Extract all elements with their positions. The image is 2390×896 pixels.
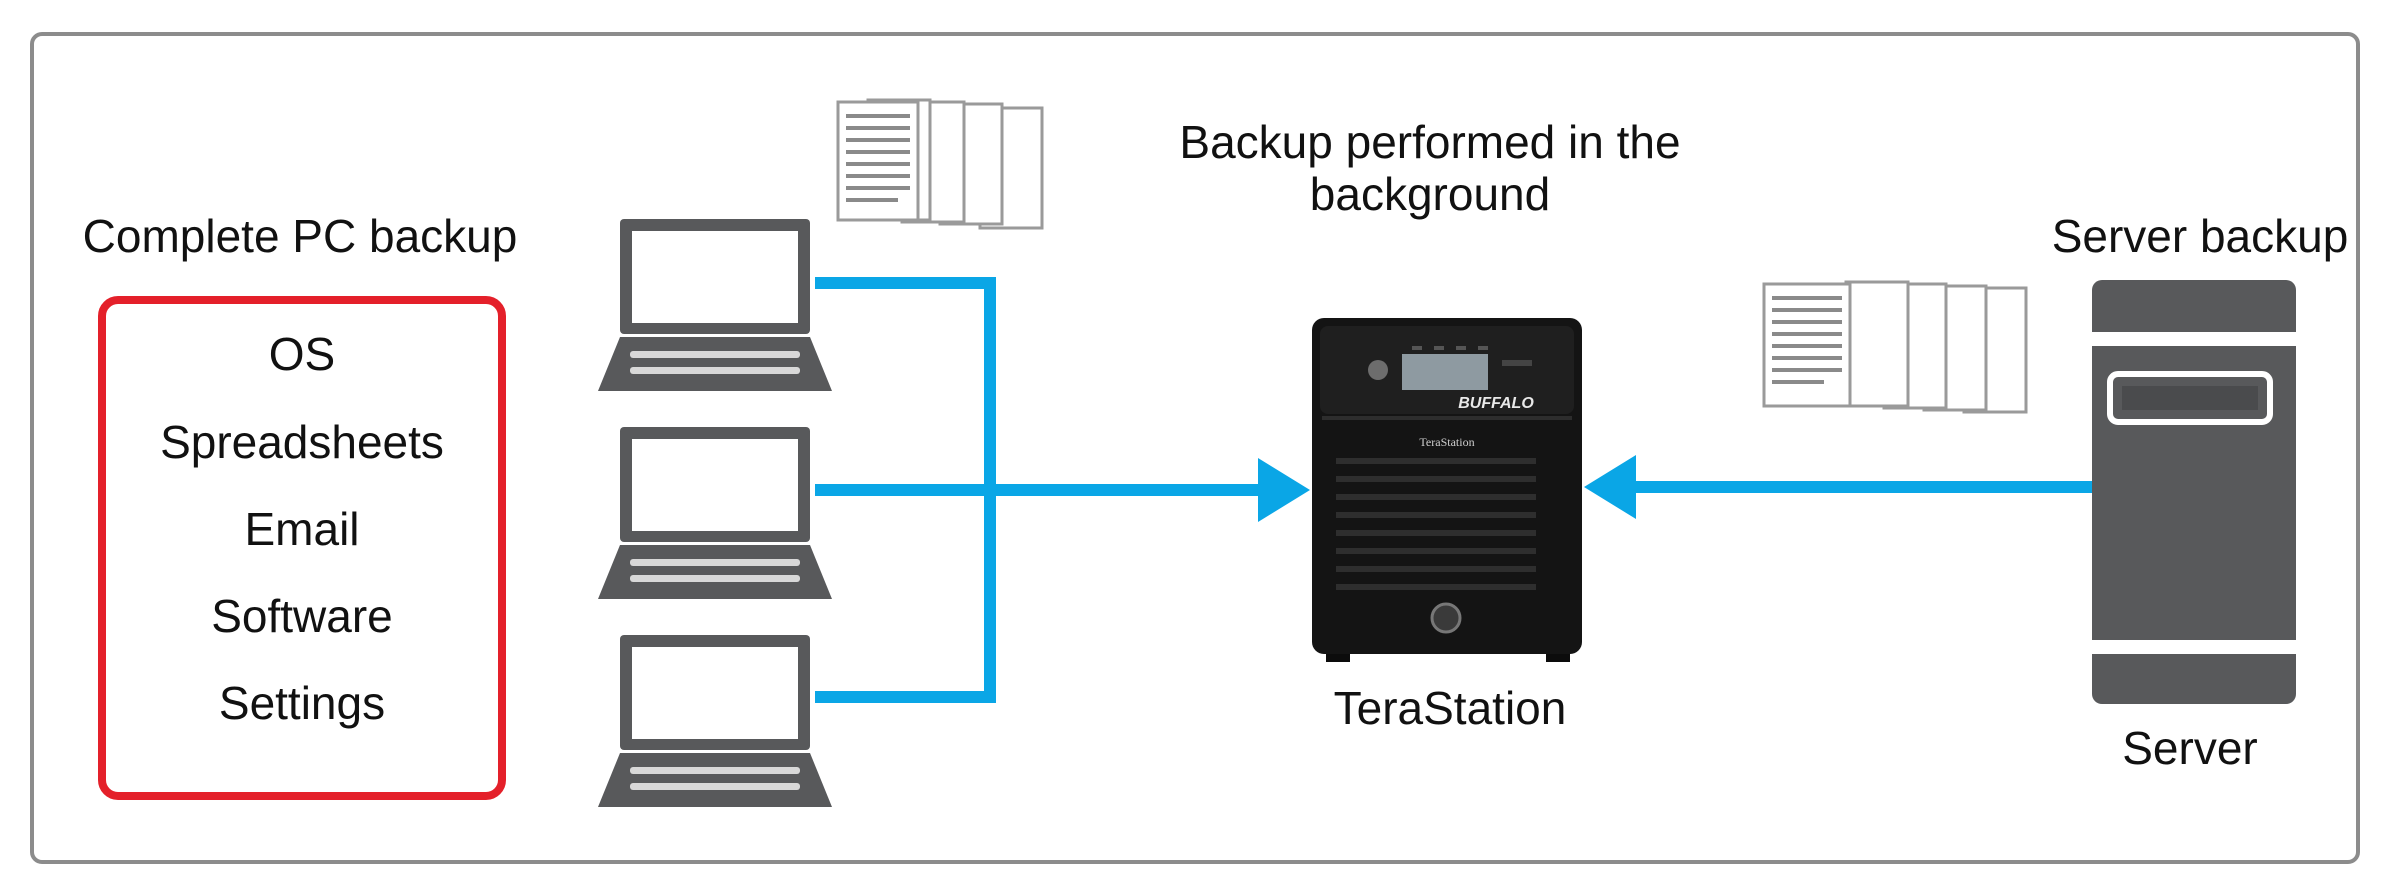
terastation-device: BUFFALO TeraStation: [1312, 318, 1582, 662]
laptop-2: [598, 427, 832, 599]
pc-item-settings: Settings: [218, 677, 386, 729]
server-label: Server: [2122, 722, 2258, 774]
background-backup-note: Backup performed in the background: [1179, 116, 1681, 220]
arrow-from-server: [1584, 455, 1636, 519]
terastation-label: TeraStation: [1333, 682, 1567, 734]
pc-connector-lines: [815, 277, 1262, 703]
pc-item-os: OS: [268, 328, 336, 380]
server-backup-title: Server backup: [2051, 210, 2349, 262]
document-stack-server: [1762, 280, 2028, 414]
document-stack-pc: [836, 98, 1044, 230]
terastation-brand: BUFFALO: [1458, 395, 1534, 412]
pc-backup-title: Complete PC backup: [82, 210, 518, 262]
laptop-1: [598, 219, 832, 391]
server-device: [2092, 280, 2296, 704]
arrow-to-terastation: [1258, 458, 1310, 522]
terastation-model-text: TeraStation: [1419, 435, 1474, 449]
pc-item-email: Email: [244, 503, 360, 555]
pc-item-software: Software: [211, 590, 393, 642]
pc-item-spreadsheets: Spreadsheets: [160, 416, 444, 468]
laptop-3: [598, 635, 832, 807]
pc-backup-box: [98, 296, 506, 800]
diagram-frame: [30, 32, 2360, 864]
